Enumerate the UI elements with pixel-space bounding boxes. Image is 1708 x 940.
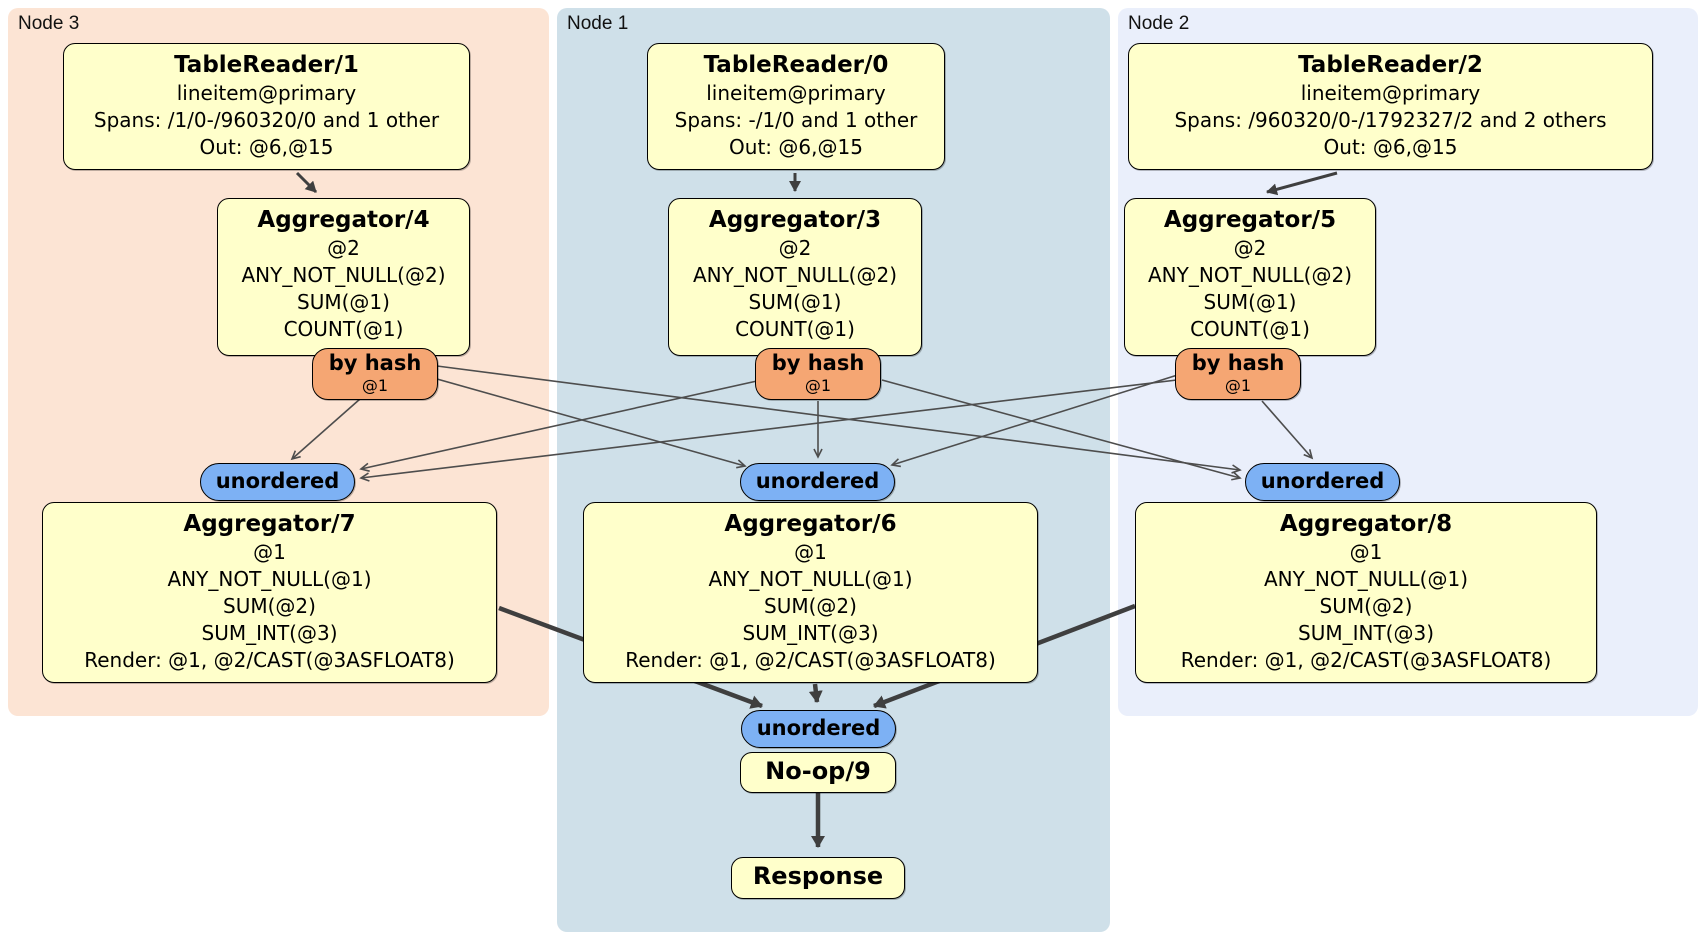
region-node1-label: Node 1 <box>567 13 629 34</box>
router-columns: @1 <box>804 376 832 395</box>
agg-fn: COUNT(@1) <box>735 317 855 341</box>
processor-aggregator-6: Aggregator/6 @1 ANY_NOT_NULL(@1) SUM(@2)… <box>583 502 1038 683</box>
router-label: by hash <box>328 351 422 375</box>
processor-index: lineitem@primary <box>706 81 886 105</box>
agg-fn: ANY_NOT_NULL(@1) <box>1264 567 1468 591</box>
agg-fn: SUM(@1) <box>297 290 390 314</box>
agg-fn: SUM(@2) <box>1319 594 1413 618</box>
agg-group-cols: @1 <box>794 540 827 564</box>
processor-aggregator-8: Aggregator/8 @1 ANY_NOT_NULL(@1) SUM(@2)… <box>1135 502 1597 683</box>
router-by-hash-node2: by hash @1 <box>1175 348 1301 400</box>
processor-title: TableReader/2 <box>1298 52 1483 78</box>
agg-group-cols: @2 <box>327 236 360 260</box>
processor-tablereader-1: TableReader/1 lineitem@primary Spans: /1… <box>63 43 470 170</box>
agg-fn: ANY_NOT_NULL(@1) <box>708 567 913 591</box>
agg-fn: ANY_NOT_NULL(@1) <box>167 567 372 591</box>
processor-title: Aggregator/8 <box>1279 511 1453 537</box>
processor-title: Aggregator/7 <box>183 511 356 537</box>
agg-fn: ANY_NOT_NULL(@2) <box>693 263 897 287</box>
agg-group-cols: @1 <box>253 540 286 564</box>
processor-spans: Spans: /1/0-/960320/0 and 1 other <box>93 108 440 132</box>
processor-aggregator-7: Aggregator/7 @1 ANY_NOT_NULL(@1) SUM(@2)… <box>42 502 497 683</box>
agg-fn: SUM(@2) <box>223 594 316 618</box>
processor-title: TableReader/0 <box>703 52 889 78</box>
sync-unordered-agg7: unordered <box>200 463 355 501</box>
processor-index: lineitem@primary <box>1300 81 1481 105</box>
agg-fn: SUM(@1) <box>748 290 842 314</box>
region-node2-label: Node 2 <box>1128 13 1190 34</box>
sync-unordered-agg8: unordered <box>1245 463 1400 501</box>
processor-aggregator-5: Aggregator/5 @2 ANY_NOT_NULL(@2) SUM(@1)… <box>1124 198 1376 356</box>
processor-out: Out: @6,@15 <box>199 135 334 159</box>
agg-group-cols: @2 <box>778 236 812 260</box>
router-label: by hash <box>771 351 865 375</box>
agg-group-cols: @2 <box>1233 236 1267 260</box>
agg-fn: COUNT(@1) <box>283 317 404 341</box>
processor-title: Aggregator/3 <box>708 207 882 233</box>
processor-tablereader-2: TableReader/2 lineitem@primary Spans: /9… <box>1128 43 1653 170</box>
sync-unordered-noop9: unordered <box>741 710 896 748</box>
processor-tablereader-0: TableReader/0 lineitem@primary Spans: -/… <box>647 43 945 170</box>
router-by-hash-node1: by hash @1 <box>755 348 881 400</box>
processor-title: Aggregator/5 <box>1163 207 1337 233</box>
processor-spans: Spans: /960320/0-/1792327/2 and 2 others <box>1174 108 1607 132</box>
processor-aggregator-4: Aggregator/4 @2 ANY_NOT_NULL(@2) SUM(@1)… <box>217 198 470 356</box>
response-node: Response <box>731 857 905 899</box>
region-node3-label: Node 3 <box>18 13 80 34</box>
processor-title: Aggregator/6 <box>724 511 897 537</box>
processor-index: lineitem@primary <box>176 81 357 105</box>
processor-title: TableReader/1 <box>174 52 359 78</box>
processor-out: Out: @6,@15 <box>1323 135 1458 159</box>
processor-out: Out: @6,@15 <box>729 135 863 159</box>
agg-fn: SUM_INT(@3) <box>1298 621 1434 645</box>
agg-render: Render: @1, @2/CAST(@3ASFLOAT8) <box>84 648 455 672</box>
processor-spans: Spans: -/1/0 and 1 other <box>674 108 918 132</box>
processor-noop-9: No-op/9 <box>740 752 896 793</box>
agg-group-cols: @1 <box>1349 540 1383 564</box>
agg-fn: ANY_NOT_NULL(@2) <box>1148 263 1352 287</box>
router-columns: @1 <box>1224 376 1252 395</box>
router-label: by hash <box>1191 351 1285 375</box>
agg-fn: COUNT(@1) <box>1190 317 1310 341</box>
agg-fn: SUM(@1) <box>1203 290 1297 314</box>
router-by-hash-node3: by hash @1 <box>312 348 438 400</box>
sync-unordered-agg6: unordered <box>740 463 895 501</box>
agg-render: Render: @1, @2/CAST(@3ASFLOAT8) <box>625 648 996 672</box>
router-columns: @1 <box>361 376 389 395</box>
agg-render: Render: @1, @2/CAST(@3ASFLOAT8) <box>1180 648 1552 672</box>
processor-title: Aggregator/4 <box>257 207 430 233</box>
processor-aggregator-3: Aggregator/3 @2 ANY_NOT_NULL(@2) SUM(@1)… <box>668 198 922 356</box>
agg-fn: SUM_INT(@3) <box>742 621 879 645</box>
agg-fn: SUM(@2) <box>764 594 857 618</box>
agg-fn: SUM_INT(@3) <box>201 621 338 645</box>
agg-fn: ANY_NOT_NULL(@2) <box>241 263 446 287</box>
